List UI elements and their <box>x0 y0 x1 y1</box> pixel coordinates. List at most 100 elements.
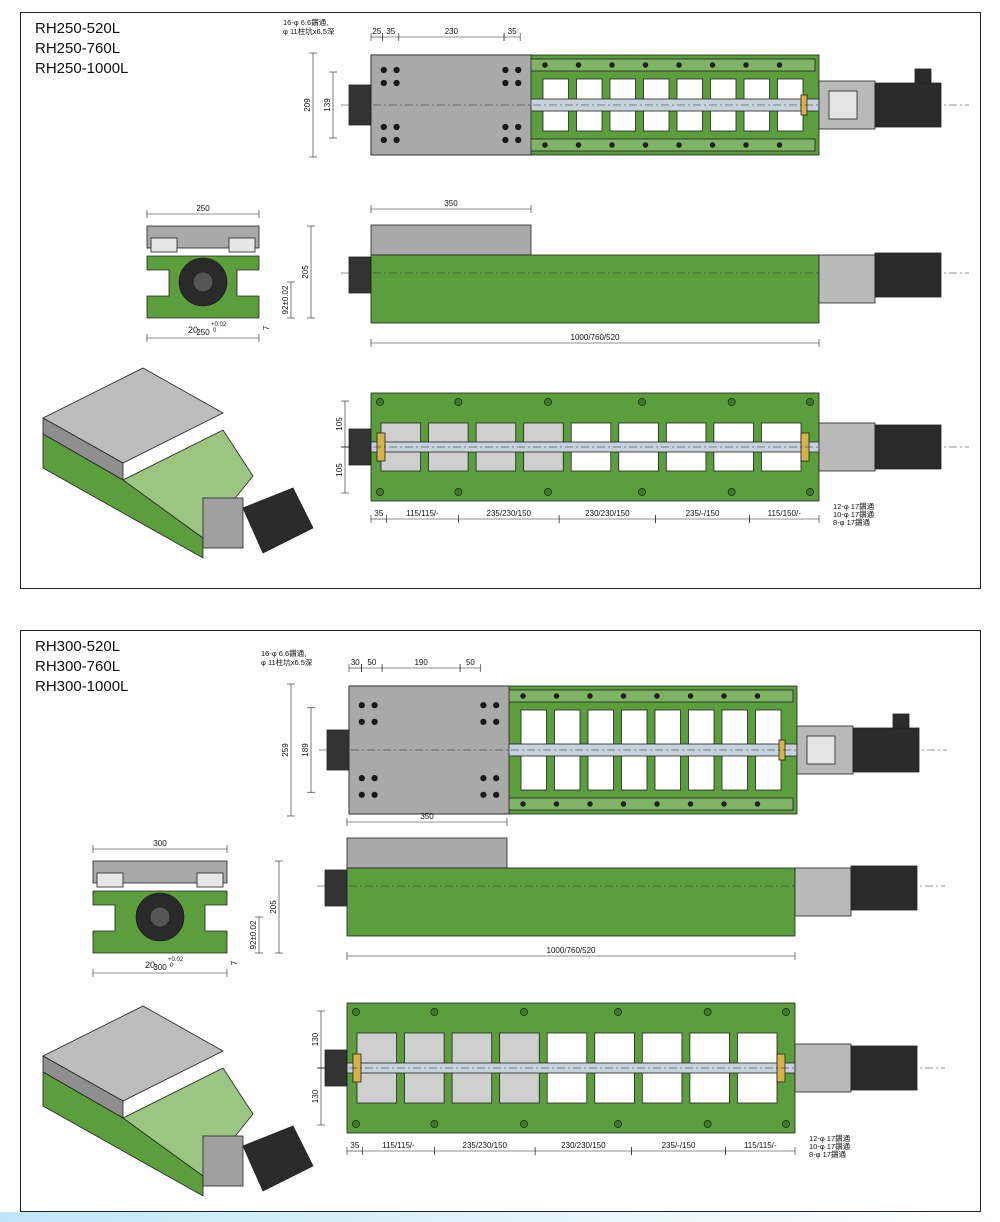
counterbore-hole <box>480 702 487 709</box>
total-length: 1000/760/520 <box>571 333 620 342</box>
servo-motor <box>874 424 942 470</box>
counterbore-hole <box>380 136 387 144</box>
top-dimension-label: 25 <box>372 27 381 36</box>
counterbore-hole <box>371 702 378 709</box>
counterbore-hole <box>480 775 487 782</box>
servo-motor <box>850 865 918 911</box>
counterbore-hole <box>480 718 487 725</box>
mount-hole <box>620 801 627 807</box>
anchor-hole <box>614 1008 622 1016</box>
total-length: 1000/760/520 <box>547 946 596 955</box>
model-name: RH300-520L <box>35 638 121 655</box>
carriage-length: 350 <box>420 812 434 821</box>
side-base <box>370 254 820 324</box>
coupling-housing <box>794 867 852 917</box>
mount-hole <box>687 801 694 807</box>
rail-block <box>228 237 256 253</box>
mount-hole <box>721 693 727 699</box>
counterbore-hole <box>380 79 387 87</box>
mount-hole <box>754 801 761 807</box>
hole-note: 12-φ 17鑽通 <box>833 501 875 511</box>
counterbore-hole <box>515 79 522 87</box>
hole-note: 10-φ 17鑽通 <box>809 1141 851 1151</box>
slot-width: 20 <box>188 325 198 335</box>
end-cap <box>348 84 372 126</box>
anchor-hole <box>352 1008 360 1016</box>
anchor-hole <box>638 488 646 496</box>
counterbore-hole <box>393 123 400 131</box>
hole-note: 8-φ 17鑽通 <box>809 1149 846 1159</box>
hole-spacing-label: 115/115/- <box>406 509 439 518</box>
counterbore-hole <box>515 136 522 144</box>
dim-outer-width: 259 <box>281 743 290 757</box>
model-name: RH300-1000L <box>35 678 129 695</box>
mount-hole <box>609 142 615 148</box>
counterbore-hole <box>380 66 387 74</box>
model-name: RH250-1000L <box>35 60 129 77</box>
hole-note: φ 11柱坑x6.5深 <box>261 657 313 667</box>
anchor-hole <box>376 488 384 496</box>
end-width-top: 300 <box>153 839 167 848</box>
mount-hole <box>520 693 526 699</box>
coupling-housing <box>794 1043 852 1093</box>
model-name: RH250-520L <box>35 20 121 37</box>
counterbore-hole <box>380 123 387 131</box>
mount-hole <box>654 693 660 699</box>
anchor-hole <box>703 1120 712 1128</box>
mount-hole <box>587 693 593 699</box>
counterbore-hole <box>371 791 378 798</box>
anchor-hole <box>520 1120 528 1128</box>
side-carriage <box>370 224 532 256</box>
top-dimension-label: 50 <box>367 658 376 667</box>
anchor-hole <box>454 398 463 406</box>
hole-note: 12-φ 17鑽通 <box>809 1133 851 1143</box>
mount-hole <box>620 693 627 699</box>
hole-note: 8-φ 17鑽通 <box>833 517 870 527</box>
counterbore-hole <box>371 718 378 725</box>
mount-hole <box>776 62 783 68</box>
counterbore-hole <box>493 775 500 782</box>
decorative-band <box>0 1212 1000 1222</box>
mount-hole <box>776 142 783 148</box>
slot-tolerance: +0.02 <box>168 957 184 963</box>
screw-bore <box>149 906 171 928</box>
iso-coupling-housing <box>202 497 244 549</box>
counterbore-hole <box>358 791 365 798</box>
mount-hole <box>676 62 682 68</box>
bottom-dim-lower: 130 <box>311 1089 320 1103</box>
counterbore-hole <box>515 66 522 74</box>
counterbore-hole <box>502 79 509 87</box>
hole-spacing-label: 235/230/150 <box>487 509 532 518</box>
dim-hole-spacing: 139 <box>323 98 332 112</box>
top-dimension-label: 30 <box>351 658 360 667</box>
mount-hole <box>542 142 548 148</box>
counterbore-hole <box>502 136 509 144</box>
end-cap <box>348 428 372 466</box>
mount-hole <box>743 142 749 148</box>
slot-tolerance: 0 <box>213 328 217 334</box>
slot-tolerance: +0.02 <box>211 322 227 328</box>
mount-hole <box>709 142 716 148</box>
end-center-height: 92±0.02 <box>249 920 258 949</box>
anchor-hole <box>430 1120 439 1128</box>
servo-motor <box>852 727 920 773</box>
screw-bore <box>192 271 214 293</box>
mount-hole <box>642 62 649 68</box>
end-height: 205 <box>269 900 278 914</box>
dim-outer-width: 209 <box>303 98 312 112</box>
top-dimension-label: 35 <box>386 27 395 36</box>
hole-spacing-label: 35 <box>374 509 383 518</box>
mount-hole <box>542 62 548 68</box>
anchor-hole <box>782 1008 790 1016</box>
mount-hole <box>721 801 727 807</box>
mount-hole <box>754 693 761 699</box>
mount-hole <box>553 693 560 699</box>
motor-connector <box>892 713 910 729</box>
hole-spacing-label: 35 <box>350 1141 359 1150</box>
servo-motor <box>874 252 942 298</box>
hole-spacing-label: 115/115/- <box>744 1141 777 1150</box>
counterbore-hole <box>358 702 365 709</box>
slot-depth: 7 <box>230 960 239 965</box>
